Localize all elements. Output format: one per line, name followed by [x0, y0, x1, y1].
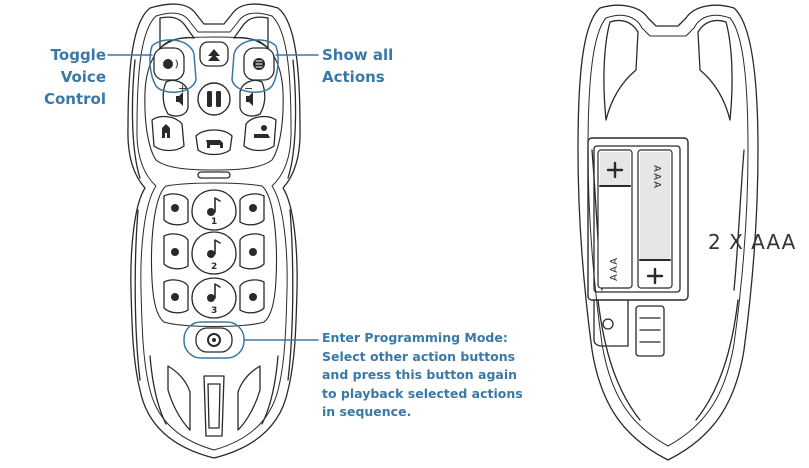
- battery-cell-2: [637, 149, 673, 289]
- volume-down-button[interactable]: [239, 79, 266, 117]
- show-all-actions-button[interactable]: [243, 47, 275, 81]
- lower-grip-center: [203, 375, 225, 437]
- back-right-lower: [695, 299, 739, 421]
- dog-icon: [171, 248, 179, 256]
- speaker-icon: [176, 92, 183, 106]
- music-note-icon: [207, 208, 215, 216]
- action-button-row2-left[interactable]: [163, 233, 189, 270]
- panel-divider: [197, 171, 231, 179]
- programming-mode-callout: Enter Programming Mode: Select other act…: [322, 329, 552, 422]
- action-button-walk[interactable]: [195, 129, 233, 156]
- back-left-lower: [597, 299, 641, 421]
- remote-front-inner: [136, 12, 292, 451]
- dog-icon: [249, 293, 257, 301]
- action-button-row3-right[interactable]: [239, 279, 265, 314]
- remote-front: + −: [127, 3, 301, 459]
- lower-grip-left: [167, 365, 191, 431]
- programming-callout-line4: to playback selected actions: [322, 385, 523, 401]
- music-button-3[interactable]: [191, 277, 237, 319]
- programming-callout-line3: and press this button again: [322, 367, 518, 382]
- arrow-up-icon: [208, 49, 220, 61]
- programming-callout-line1: Enter Programming Mode:: [322, 330, 508, 345]
- programming-callout-line5: in sequence.: [322, 404, 412, 419]
- left-lower-bumper: [134, 209, 141, 381]
- music-button-number-1: 1: [211, 217, 217, 227]
- cell-2-label: AAA: [648, 157, 662, 197]
- battery-requirement-label: 2 X AAA: [708, 230, 797, 254]
- remote-front-body: [127, 3, 301, 459]
- music-note-icon: [207, 294, 215, 302]
- lower-grip-right: [237, 365, 261, 431]
- battery-plus-icon: [606, 161, 624, 179]
- left-bumper: [131, 59, 141, 179]
- voice-callout-line1: Toggle Voice: [50, 46, 106, 86]
- dog-icon: [249, 248, 257, 256]
- battery-lid-grip: [635, 305, 665, 357]
- grid-icon-lines: [255, 60, 263, 68]
- cell-1-label: AAA: [609, 249, 623, 289]
- minus-label: −: [244, 82, 253, 95]
- programming-callout-line2: Select other action buttons: [322, 348, 516, 364]
- remote-back-body: [577, 4, 759, 461]
- battery-screw: [602, 318, 614, 330]
- dog-icon: [171, 204, 179, 212]
- lower-grip-center-inner: [207, 383, 221, 429]
- show-actions-callout: Show all Actions: [322, 44, 432, 88]
- lower-panel: [150, 182, 278, 328]
- gear-icon: [207, 333, 221, 347]
- right-lower-bumper: [287, 209, 294, 381]
- actions-highlight-loop: [231, 39, 279, 93]
- voice-highlight-loop: [149, 39, 197, 93]
- action-button-row2-right[interactable]: [239, 233, 265, 270]
- music-button-number-2: 2: [211, 262, 217, 272]
- action-button-row1-right[interactable]: [239, 193, 265, 226]
- music-button-number-3: 3: [211, 306, 217, 316]
- cell-2-text: AAA: [651, 164, 662, 190]
- battery-lid-latch: [593, 299, 629, 347]
- pause-button[interactable]: [197, 82, 231, 116]
- actions-callout-line2: Actions: [322, 68, 385, 86]
- action-button-sit[interactable]: [151, 115, 185, 152]
- voice-control-callout: Toggle Voice Control: [2, 44, 106, 110]
- battery-plus-icon: [646, 267, 664, 285]
- remote-back: [577, 4, 759, 461]
- remote-back-inner: [587, 14, 749, 447]
- volume-up-button[interactable]: [162, 79, 189, 117]
- cell-1-text: AAA: [609, 256, 620, 282]
- back-right-wing: [697, 19, 733, 121]
- speaker-icon: [246, 92, 253, 106]
- voice-wave-icon: [175, 59, 178, 69]
- battery-compartment-inner: [593, 145, 681, 293]
- battery-cell-1: [597, 149, 633, 289]
- dog-icon: [249, 204, 257, 212]
- back-left-wing: [603, 19, 639, 121]
- action-button-row3-left[interactable]: [163, 279, 189, 314]
- callout-highlights: [107, 39, 319, 359]
- dog-roll-icon: [254, 134, 270, 138]
- forward-button[interactable]: [199, 41, 229, 67]
- lower-grip-left-outer: [149, 355, 167, 425]
- battery-compartment: [587, 137, 689, 301]
- music-button-1[interactable]: [191, 189, 237, 231]
- action-button-roll[interactable]: [243, 115, 277, 152]
- back-right-rail: [733, 149, 745, 291]
- right-bumper: [287, 59, 297, 179]
- programming-mode-button[interactable]: [195, 327, 233, 353]
- dog-walk-icon: [206, 140, 223, 148]
- head-icon: [163, 59, 173, 69]
- pause-icon: [207, 91, 212, 107]
- plus-label: +: [178, 82, 187, 95]
- voice-callout-line2: Control: [43, 90, 106, 108]
- voice-toggle-button[interactable]: [153, 47, 185, 81]
- music-note-icon: [207, 250, 215, 258]
- action-button-row1-left[interactable]: [163, 193, 189, 226]
- dog-icon: [171, 293, 179, 301]
- lower-grip-right-outer: [261, 355, 279, 425]
- dog-sit-icon: [162, 124, 170, 138]
- actions-callout-line1: Show all: [322, 46, 394, 64]
- music-button-2[interactable]: [191, 231, 237, 275]
